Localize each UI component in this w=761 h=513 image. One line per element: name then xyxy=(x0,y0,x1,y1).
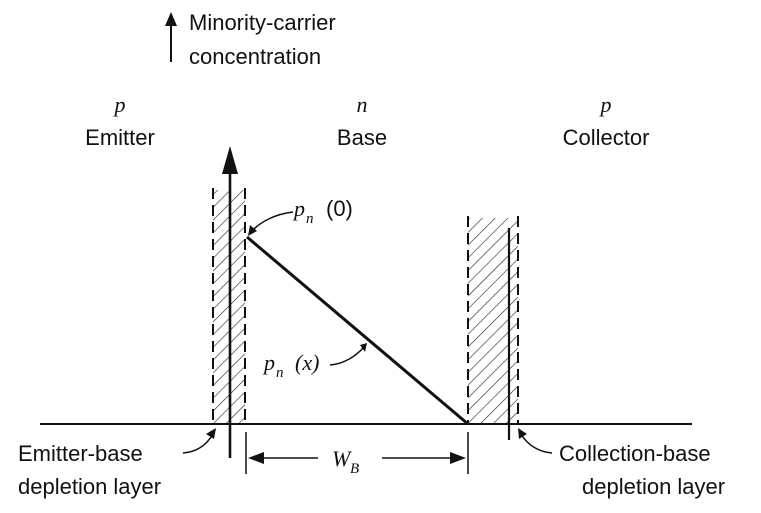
pn0-annotation: p n (0) xyxy=(248,196,353,236)
collector-base-depletion-layer xyxy=(467,216,519,440)
collector-depletion-annotation: Collection-base depletion layer xyxy=(518,428,725,499)
emitter-type-label: p xyxy=(113,92,126,117)
pn0-leader xyxy=(250,211,294,233)
pnx-label-var: p xyxy=(262,350,275,375)
y-axis-label-line1: Minority-carrier xyxy=(189,10,336,35)
pn0-label-var: p xyxy=(292,196,305,221)
pnx-leader xyxy=(329,346,365,366)
emitter-depletion-leader xyxy=(182,433,214,454)
emitter-depletion-label-line2: depletion layer xyxy=(18,474,161,499)
collector-depletion-leader xyxy=(520,433,553,454)
pnx-leader-arrowhead xyxy=(360,343,367,352)
wb-label-sub: B xyxy=(350,461,359,477)
collector-depletion-hatch xyxy=(468,218,518,424)
collector-depletion-label-line1: Collection-base xyxy=(559,441,711,466)
emitter-depletion-annotation: Emitter-base depletion layer xyxy=(18,428,216,499)
y-axis-label-line2: concentration xyxy=(189,44,321,69)
wb-arrow-left-head xyxy=(248,452,264,464)
pn0-label-sub: n xyxy=(306,211,314,227)
concentration-axis xyxy=(222,146,238,458)
pnx-label-sub: n xyxy=(276,365,284,381)
base-width-dimension: W B xyxy=(245,432,469,477)
pn0-leader-arrowhead xyxy=(248,225,257,236)
minority-carrier-profile-line xyxy=(246,235,469,426)
emitter-label: Emitter xyxy=(85,125,155,150)
emitter-depletion-leader-arrowhead xyxy=(206,428,216,439)
collector-type-label: p xyxy=(599,92,612,117)
collector-depletion-label-line2: depletion layer xyxy=(582,474,725,499)
collector-depletion-leader-arrowhead xyxy=(518,428,527,439)
base-type-label: n xyxy=(357,92,368,117)
collector-label: Collector xyxy=(563,125,650,150)
pnx-label-arg: (x) xyxy=(295,350,319,375)
wb-label-var: W xyxy=(332,446,352,471)
region-headings: p Emitter n Base p Collector xyxy=(85,92,649,150)
wb-arrow-right-head xyxy=(450,452,466,464)
base-label: Base xyxy=(337,125,387,150)
emitter-depletion-label-line1: Emitter-base xyxy=(18,441,143,466)
y-axis-legend: Minority-carrier concentration xyxy=(165,10,336,69)
pnx-annotation: p n (x) xyxy=(262,343,367,381)
pn0-label-arg: (0) xyxy=(326,196,353,221)
legend-arrow-head xyxy=(165,12,177,26)
concentration-axis-arrowhead xyxy=(222,146,238,174)
